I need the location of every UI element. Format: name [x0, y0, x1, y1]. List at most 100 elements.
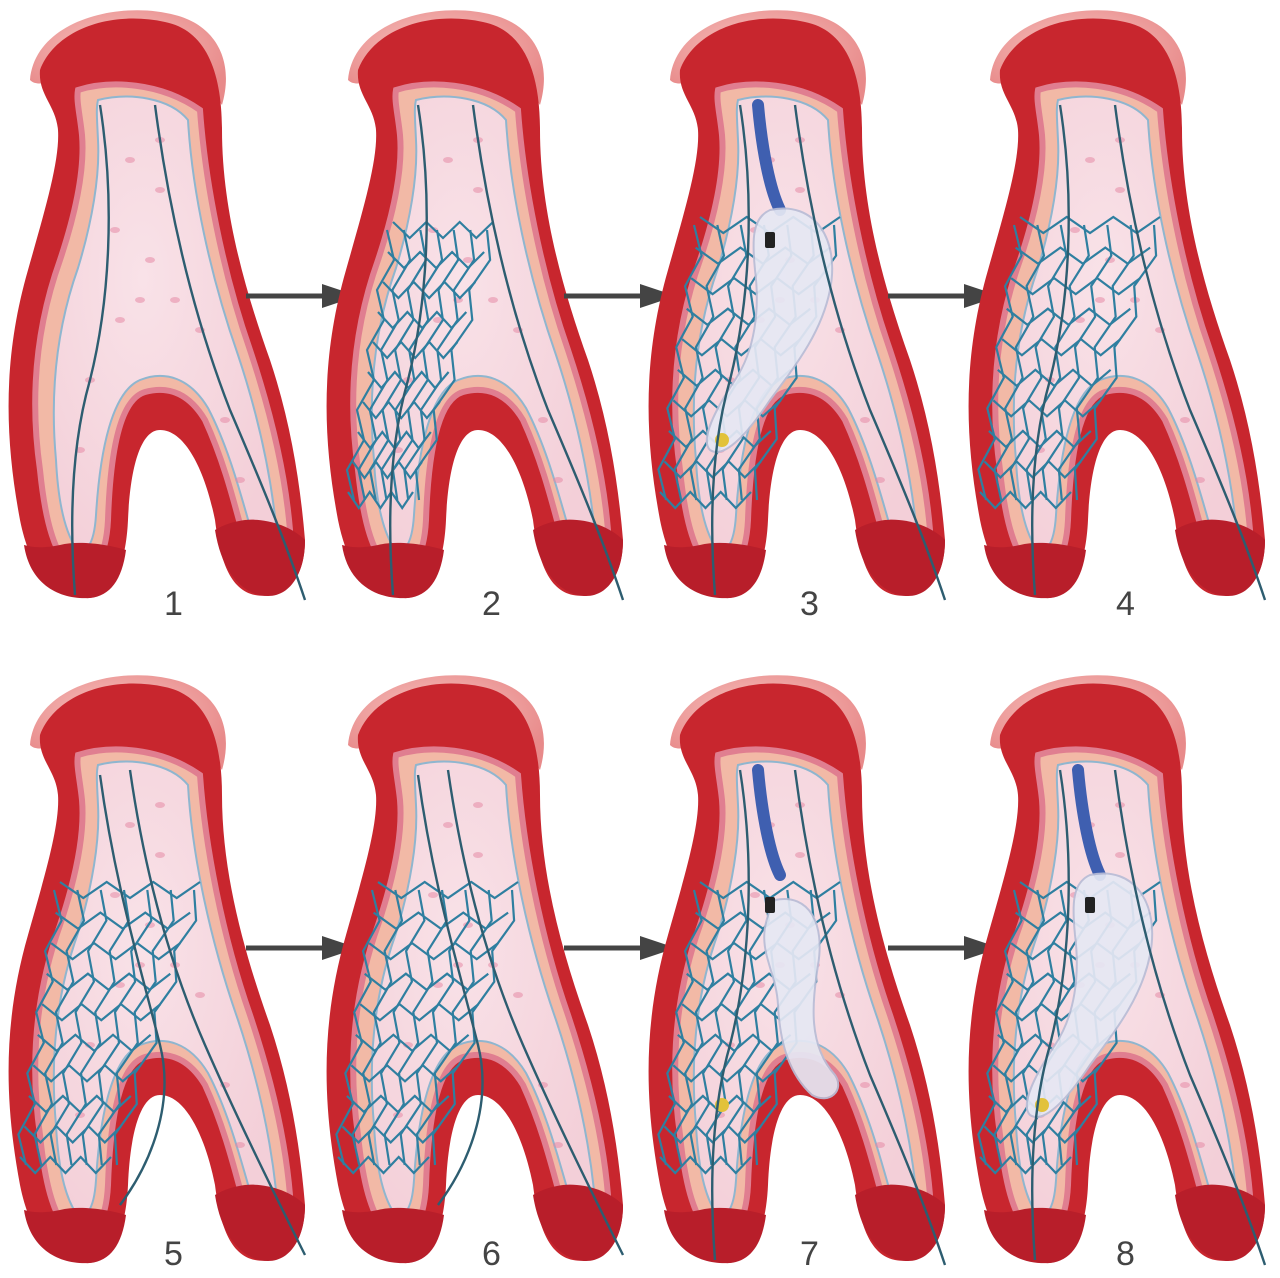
stent-strut: [392, 220, 494, 240]
cell-nucleus: [1180, 417, 1190, 423]
step-panel-5: 5: [0, 665, 307, 1275]
guide-wire: [793, 104, 947, 601]
vessel-limb-cap: [215, 519, 305, 596]
vessel-bifurcation-5: [8, 675, 307, 1264]
cell-nucleus: [125, 157, 135, 163]
cell-nucleus: [145, 257, 155, 263]
stent-strut: [977, 224, 1023, 501]
cell-nucleus: [195, 992, 205, 998]
cell-nucleus: [125, 822, 135, 828]
cell-nucleus: [1115, 852, 1125, 858]
stent-strut: [337, 1155, 430, 1175]
step-number: 5: [164, 1235, 183, 1273]
stent-strut: [382, 280, 476, 300]
stent-strut: [65, 889, 130, 1166]
vessel-bifurcation-8: [968, 675, 1267, 1266]
cell-nucleus: [473, 852, 483, 858]
guide-wire: [1113, 769, 1267, 1266]
stent-strut: [672, 1063, 782, 1083]
cell-nucleus: [443, 157, 453, 163]
stent-strut: [97, 889, 175, 1166]
balloon-marker: [765, 897, 775, 913]
stent-mesh: [977, 215, 1161, 510]
stent-strut: [350, 1063, 460, 1083]
guide-wire: [471, 104, 625, 601]
stent-strut: [1057, 224, 1135, 501]
stent-strut: [689, 889, 748, 1166]
stent-strut: [403, 229, 476, 501]
cell-nucleus: [538, 417, 548, 423]
vessel-limb-cap: [855, 519, 945, 596]
stent-strut: [347, 490, 414, 510]
stent-strut: [993, 889, 1046, 1166]
cell-nucleus: [1115, 187, 1125, 193]
step-panel-7: 7: [640, 665, 947, 1275]
balloon-marker: [765, 232, 775, 248]
step-number: 7: [800, 1235, 819, 1273]
stent-strut: [977, 889, 1023, 1166]
stent-strut: [351, 889, 404, 1166]
stent-strut: [23, 1124, 122, 1144]
step-number: 4: [1116, 585, 1135, 623]
cell-nucleus: [1070, 227, 1080, 233]
stent-strut: [391, 229, 460, 501]
guide-wire: [446, 769, 625, 1256]
stent-strut: [33, 889, 86, 1166]
stent-strut: [979, 490, 1072, 510]
cell-nucleus: [513, 992, 523, 998]
guide-wire: [1031, 769, 1070, 1261]
guide-wire: [71, 104, 110, 596]
cell-nucleus: [1085, 157, 1095, 163]
balloon: [763, 898, 840, 1100]
stent-strut: [59, 880, 201, 900]
step-panel-8: 8: [960, 665, 1267, 1275]
step-panel-1: 1: [0, 0, 307, 623]
step-arrow: [564, 936, 676, 960]
cell-nucleus: [473, 802, 483, 808]
vessel-bifurcation-4: [968, 10, 1267, 601]
vessel-bifurcation-7: [648, 675, 947, 1266]
cell-nucleus: [553, 477, 563, 483]
balloon-marker: [1085, 897, 1095, 913]
cell-nucleus: [110, 892, 120, 898]
guide-wires: [1031, 769, 1267, 1266]
guide-wires: [389, 104, 625, 601]
vessel-limb-cap: [1175, 1184, 1265, 1261]
stent-strut: [979, 1155, 1072, 1175]
stent-strut: [414, 229, 492, 501]
stent-strut: [992, 398, 1102, 418]
guide-wire: [128, 769, 307, 1256]
cell-nucleus: [115, 317, 125, 323]
stent-strut: [357, 229, 412, 501]
cell-nucleus: [553, 1142, 563, 1148]
guide-wire: [416, 774, 484, 1206]
stent-strut: [415, 889, 493, 1166]
step-panel-2: 2: [318, 0, 625, 623]
guide-wire: [1031, 104, 1070, 596]
vessel-bifurcation-1: [8, 10, 307, 601]
cell-nucleus: [795, 187, 805, 193]
vessel-lumen: [370, 760, 596, 1217]
stent-mesh: [335, 880, 519, 1175]
guide-wires: [416, 769, 625, 1256]
stent-strut: [368, 941, 499, 961]
guide-wires: [711, 769, 947, 1266]
cell-nucleus: [860, 417, 870, 423]
guide-wire: [153, 104, 307, 601]
cell-nucleus: [795, 852, 805, 858]
cell-nucleus: [220, 417, 230, 423]
stent-strut: [367, 889, 426, 1166]
step-arrow: [888, 936, 1000, 960]
guide-wires: [98, 769, 307, 1256]
stent-strut: [689, 224, 748, 501]
stent-strut: [659, 1155, 752, 1175]
step-number: 1: [164, 585, 183, 623]
stent-strut: [377, 880, 519, 900]
stent-strut: [341, 1124, 440, 1144]
balloon: [705, 207, 834, 453]
stent-strut: [50, 941, 181, 961]
stent-mesh: [345, 220, 494, 510]
stent-strut: [359, 1002, 480, 1022]
vessel-limb-cap: [24, 1207, 126, 1264]
vessel-limb-cap: [855, 1184, 945, 1261]
